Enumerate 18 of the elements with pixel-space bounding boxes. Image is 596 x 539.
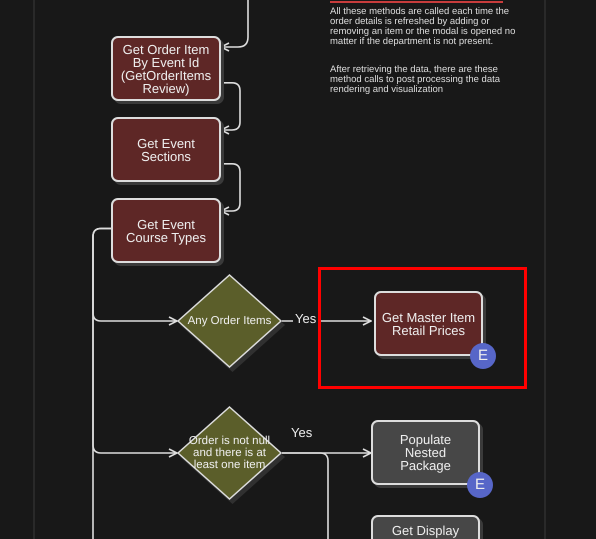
highlight-frame xyxy=(318,267,527,389)
node-text: Get Master Item Retail Prices xyxy=(382,310,476,336)
node-text: Get Display xyxy=(390,524,460,537)
node-text: Get Event Sections xyxy=(136,136,196,162)
connector-line xyxy=(92,228,111,539)
note-text: After retrieving the data, there are these method calls to post processing the data rendering and visualization xyxy=(330,65,502,95)
edge-label: Yes xyxy=(289,425,314,440)
node-text: Get Event Course Types xyxy=(125,218,207,244)
note-text: All these methods are called each time the order details is refreshed by adding or removing an item or the modal is opened no matter if the department is not present. xyxy=(330,7,516,47)
edge-label: Yes xyxy=(293,311,318,326)
status-badge: E xyxy=(470,343,496,369)
node-text: Populate Nested Package xyxy=(398,433,452,472)
process-box xyxy=(111,117,221,182)
status-badge: E xyxy=(467,472,493,498)
node-text: Get Order Item By Event Id (GetOrderItems Review) xyxy=(120,42,212,94)
process-box xyxy=(111,36,221,101)
process-box xyxy=(111,198,221,263)
connector-line xyxy=(282,452,329,539)
